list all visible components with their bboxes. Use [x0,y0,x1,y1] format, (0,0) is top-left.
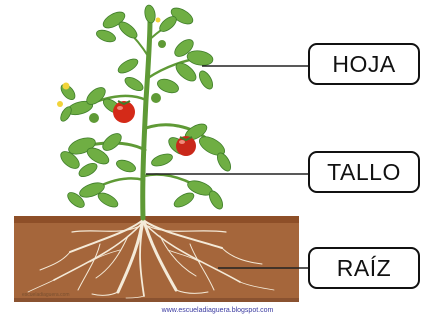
hoja-label-box: HOJA [308,43,420,85]
source-caption: www.escueladiaguera.blogspot.com [0,307,435,314]
tallo-label-box: TALLO [308,151,420,193]
raiz-label-box: RAÍZ [308,247,420,289]
tallo-label: TALLO [327,159,401,186]
hoja-label: HOJA [332,51,395,78]
watermark: escueladiaguera.com [22,292,70,298]
raiz-label: RAÍZ [337,255,391,282]
